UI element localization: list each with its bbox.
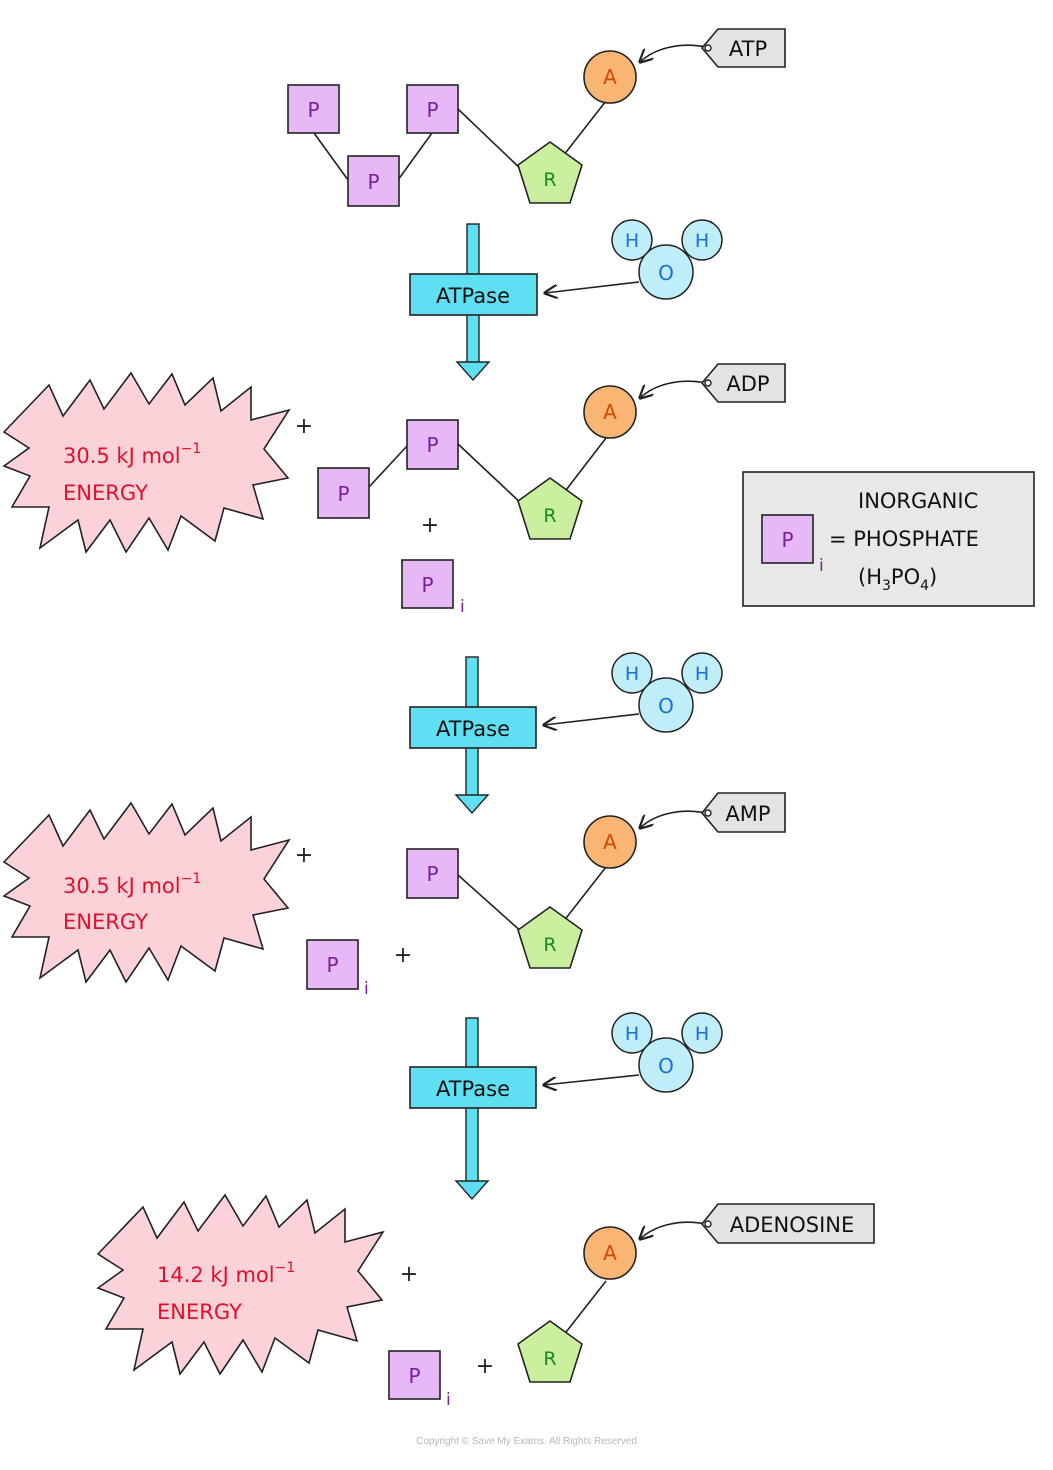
ribose: R	[517, 141, 583, 204]
amp-tag: AMP	[700, 792, 786, 833]
water-molecule: H H O	[544, 1012, 723, 1093]
adp-tag: ADP	[700, 363, 786, 403]
svg-text:14.2 kJ mol−1: 14.2 kJ mol−1	[157, 1260, 295, 1287]
svg-text:H: H	[695, 230, 709, 252]
svg-text:AMP: AMP	[725, 802, 770, 826]
svg-text:30.5 kJ mol−1: 30.5 kJ mol−1	[63, 871, 201, 898]
atp-molecule: P P P R A ATP	[287, 28, 786, 207]
svg-text:ATPase: ATPase	[436, 717, 510, 741]
inorganic-phosphate: P i	[388, 1350, 451, 1410]
inorganic-phosphate: P i	[306, 939, 369, 999]
plus-sign: +	[295, 843, 313, 868]
svg-text:A: A	[603, 65, 617, 89]
svg-text:ATPase: ATPase	[436, 1077, 510, 1101]
copyright-footer: Copyright © Save My Exams. All Rights Re…	[416, 1436, 637, 1447]
svg-text:i: i	[446, 1390, 451, 1410]
amp-molecule: P R A AMP	[406, 792, 786, 969]
svg-text:R: R	[543, 934, 556, 956]
svg-text:ENERGY: ENERGY	[63, 481, 148, 505]
hydrolysis-step-3: ATPase H H O	[409, 1012, 723, 1201]
svg-text:30.5 kJ mol−1: 30.5 kJ mol−1	[63, 441, 201, 468]
svg-text:P: P	[367, 170, 379, 194]
svg-text:P: P	[408, 1364, 420, 1388]
svg-text:P: P	[337, 482, 349, 506]
atp-tag: ATP	[700, 28, 786, 68]
adenine: A	[583, 1226, 637, 1280]
svg-text:= PHOSPHATE: = PHOSPHATE	[829, 527, 979, 551]
legend-inorganic-phosphate: P i INORGANIC = PHOSPHATE (H3PO4)	[742, 471, 1035, 607]
phosphate-1: P	[406, 848, 459, 899]
svg-text:P: P	[426, 862, 438, 886]
svg-text:P: P	[307, 98, 319, 122]
plus-sign: +	[394, 943, 412, 968]
ribose: R	[517, 477, 583, 540]
adp-molecule: P P R A ADP	[317, 363, 786, 540]
svg-text:(H3PO4): (H3PO4)	[858, 565, 937, 594]
hydrolysis-step-2: ATPase H H O	[409, 652, 723, 815]
svg-text:ENERGY: ENERGY	[63, 910, 148, 934]
svg-text:H: H	[625, 1023, 639, 1045]
atpase-enzyme: ATPase	[409, 1066, 537, 1109]
svg-text:P: P	[421, 573, 433, 597]
plus-sign: +	[476, 1354, 494, 1379]
svg-text:P: P	[426, 433, 438, 457]
svg-text:R: R	[543, 505, 556, 527]
svg-text:ATP: ATP	[729, 37, 767, 61]
svg-text:i: i	[819, 556, 824, 576]
svg-text:ADP: ADP	[726, 372, 769, 396]
svg-text:H: H	[695, 1023, 709, 1045]
svg-text:O: O	[658, 1054, 674, 1078]
ribose: R	[517, 1320, 583, 1383]
atpase-enzyme: ATPase	[409, 706, 537, 749]
svg-text:H: H	[695, 663, 709, 685]
water-molecule: H H O	[544, 652, 723, 733]
svg-text:A: A	[603, 400, 617, 424]
svg-text:P: P	[326, 953, 338, 977]
svg-text:ENERGY: ENERGY	[157, 1300, 242, 1324]
phosphate-3: P	[406, 84, 459, 134]
svg-text:H: H	[625, 230, 639, 252]
svg-text:H: H	[625, 663, 639, 685]
phosphate-1: P	[317, 467, 370, 519]
svg-text:O: O	[658, 694, 674, 718]
svg-text:i: i	[364, 979, 369, 999]
phosphate-1: P	[287, 84, 340, 134]
svg-text:ADENOSINE: ADENOSINE	[730, 1213, 855, 1237]
plus-sign: +	[421, 513, 439, 538]
svg-text:P: P	[781, 528, 793, 552]
energy-burst-1: 30.5 kJ mol−1 ENERGY	[2, 371, 291, 554]
svg-text:INORGANIC: INORGANIC	[858, 489, 978, 513]
phosphate-2: P	[406, 419, 459, 470]
svg-text:ATPase: ATPase	[436, 284, 510, 308]
hydrolysis-step-1: ATPase H H O	[409, 219, 723, 382]
plus-sign: +	[295, 414, 313, 439]
adenine: A	[583, 50, 637, 104]
phosphate-2: P	[347, 155, 400, 207]
water-molecule: H H O	[545, 219, 723, 300]
energy-burst-3: 14.2 kJ mol−1 ENERGY	[96, 1193, 385, 1376]
adenine: A	[583, 385, 637, 439]
svg-text:A: A	[603, 830, 617, 854]
adenosine-molecule: R A ADENOSINE	[517, 1203, 875, 1383]
svg-text:R: R	[543, 169, 556, 191]
svg-text:i: i	[460, 597, 465, 617]
atpase-enzyme: ATPase	[409, 273, 538, 316]
adenosine-tag: ADENOSINE	[700, 1203, 875, 1244]
svg-text:A: A	[603, 1241, 617, 1265]
svg-text:P: P	[426, 98, 438, 122]
svg-text:O: O	[658, 261, 674, 285]
inorganic-phosphate: P i	[401, 559, 465, 617]
svg-text:R: R	[543, 1348, 556, 1370]
adenine: A	[583, 815, 637, 869]
ribose: R	[517, 906, 583, 969]
energy-burst-2: 30.5 kJ mol−1 ENERGY	[2, 801, 291, 984]
plus-sign: +	[400, 1262, 418, 1287]
